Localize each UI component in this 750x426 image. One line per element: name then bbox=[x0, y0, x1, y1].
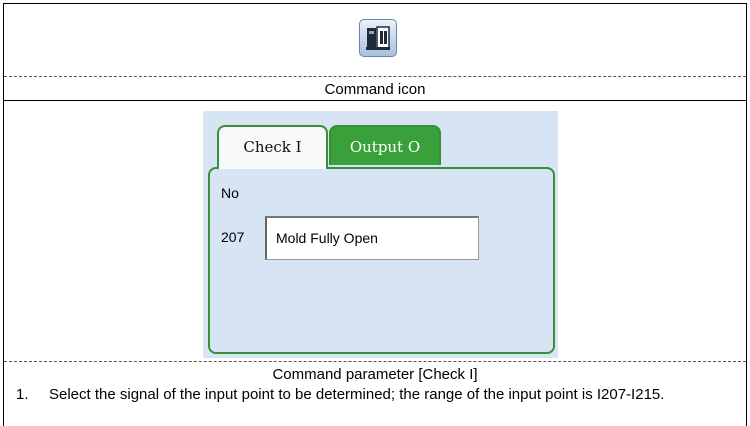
document-table: Command icon Check I Output O No 207 Mol… bbox=[3, 3, 747, 426]
tab-check-i[interactable]: Check I bbox=[217, 125, 328, 169]
command-icon-caption: Command icon bbox=[324, 81, 426, 98]
divider bbox=[4, 76, 746, 77]
command-icon-cell bbox=[4, 4, 746, 76]
step-text: Select the signal of the input point to … bbox=[49, 386, 665, 403]
input-point-number: 207 bbox=[221, 229, 245, 245]
tab-output-o[interactable]: Output O bbox=[329, 125, 441, 165]
check-i-panel: No 207 Mold Fully Open bbox=[208, 167, 555, 354]
divider bbox=[4, 100, 746, 101]
input-point-field[interactable]: Mold Fully Open bbox=[265, 216, 479, 260]
no-column-label: No bbox=[221, 185, 239, 201]
check-input-icon bbox=[359, 19, 397, 57]
divider bbox=[4, 361, 746, 362]
check-i-screenshot: Check I Output O No 207 Mold Fully Open bbox=[203, 111, 558, 358]
parameter-caption: Command parameter [Check I] bbox=[272, 366, 478, 383]
step-number: 1. bbox=[16, 386, 29, 403]
